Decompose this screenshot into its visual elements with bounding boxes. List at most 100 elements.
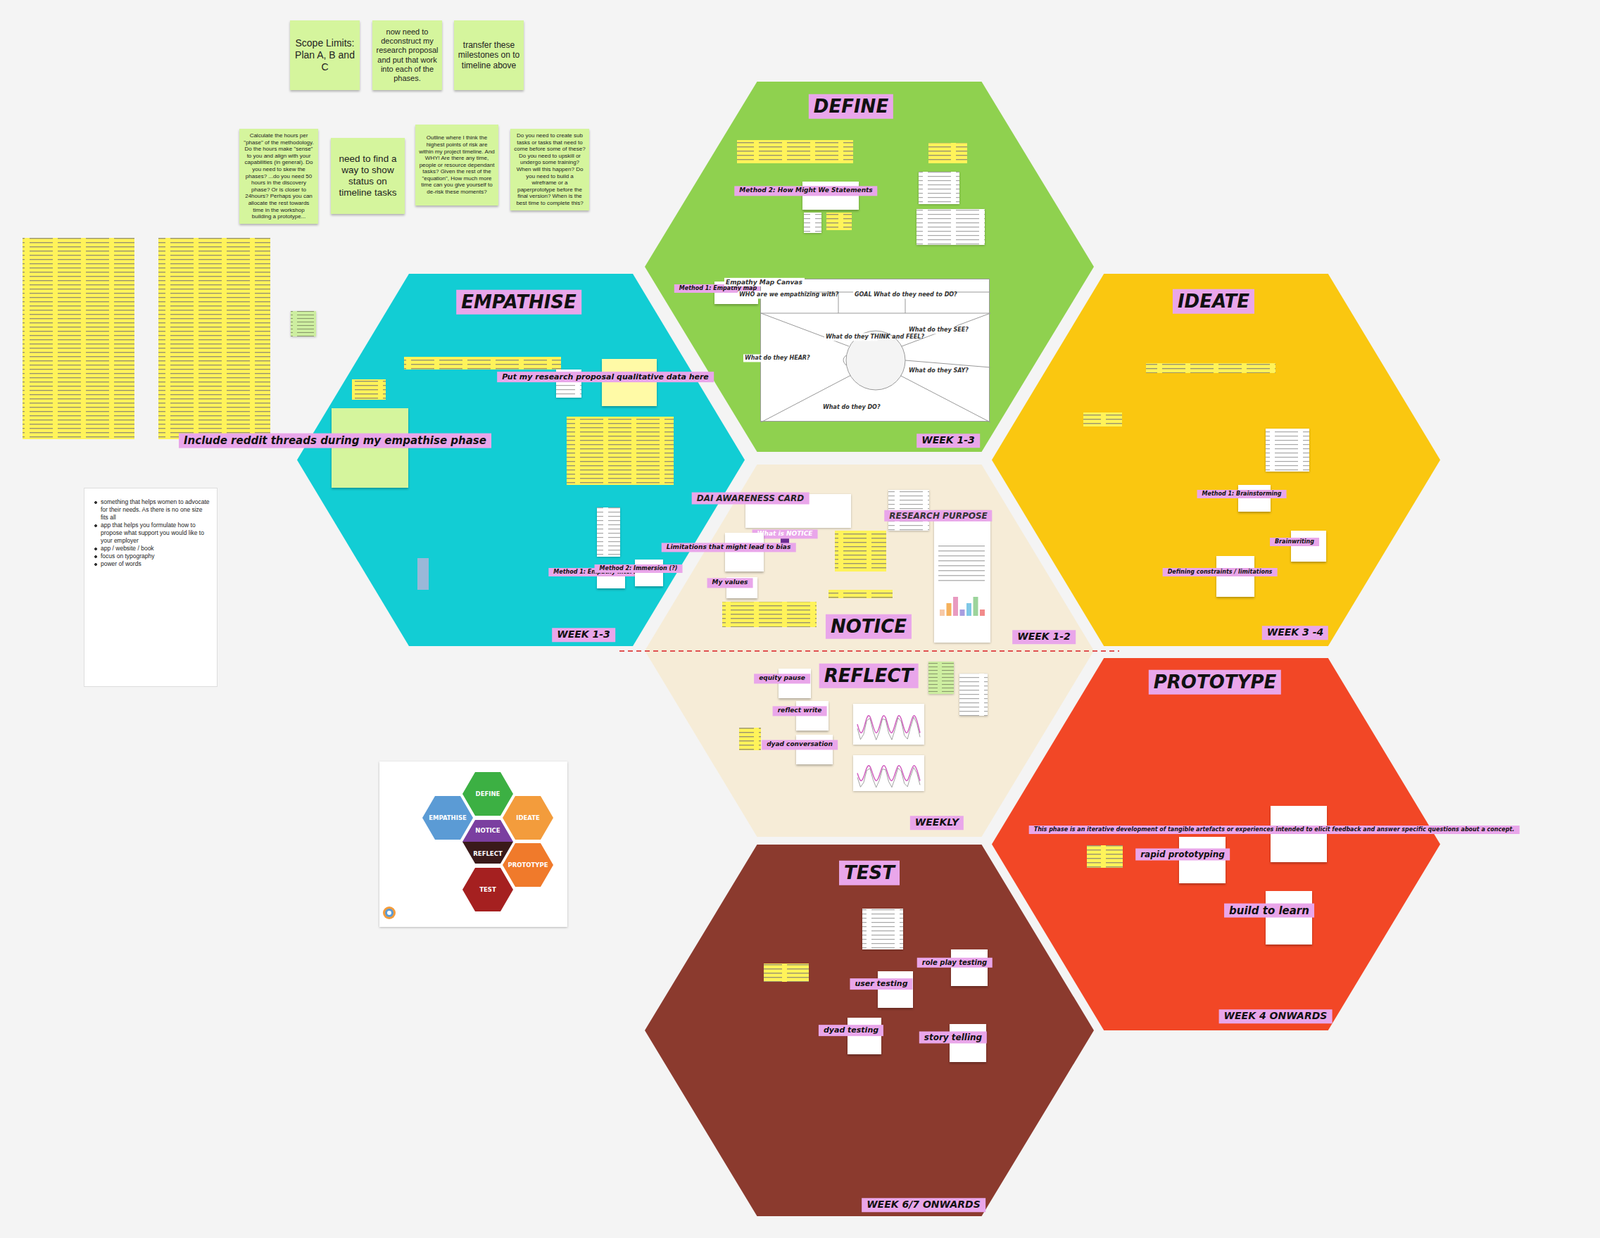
sticky-note: Defining constraints / limitations: [1216, 556, 1255, 597]
text-snippet: [834, 530, 887, 572]
hexagon-fill: [502, 843, 554, 887]
sticky-note: Method 1: Brainstorming: [1238, 484, 1271, 512]
phase-title: TEST: [839, 860, 900, 886]
text-snippet: [928, 661, 954, 695]
note-text: now need to deconstruct my research prop…: [375, 27, 439, 84]
sticky-note: This phase is an iterative development o…: [1270, 805, 1327, 863]
note-text: power of words: [92, 560, 210, 569]
logo-ring: [382, 906, 396, 920]
hexagon-fill: [644, 81, 1094, 452]
chart-bar: [946, 603, 952, 616]
sticky-note: Calculate the hours per "phase" of the m…: [239, 128, 319, 224]
text-line: [938, 545, 985, 547]
sticky-note: transfer these milestones on to timeline…: [454, 20, 524, 91]
chart-bar: [953, 596, 959, 616]
note-text: rapid prototyping: [1135, 848, 1230, 861]
note-text: Defining constraints / limitations: [1162, 568, 1278, 577]
phase-title: PROTOTYPE: [1148, 670, 1282, 695]
note-text: dyad testing: [818, 1024, 884, 1037]
shape-outline: [644, 464, 1094, 837]
text-line: [938, 555, 985, 557]
ear-outline: [843, 355, 847, 366]
text-snippet: [918, 171, 960, 205]
phase-hexagon: NOTICEWEEK 1-2REFLECTWEEKLYDAI AWARENESS…: [644, 464, 1094, 837]
note-text: What do they need to DO?: [872, 290, 946, 299]
phase-hexagon: EMPATHISEWEEK 1-3Put my research proposa…: [297, 273, 745, 647]
logo-ring: [385, 908, 394, 918]
phase-title: REFLECT: [819, 663, 919, 689]
text-snippet: [1145, 363, 1276, 374]
research-card: RESEARCH PURPOSE: [934, 510, 991, 643]
tag-label: What is NOTICE: [780, 533, 790, 544]
note-text: app / website / book: [92, 544, 210, 553]
half-hexagon-fill: [462, 820, 514, 842]
logo-dot: [387, 910, 392, 916]
note-text: app that helps you formulate how to prop…: [92, 521, 210, 545]
phase-title: NOTICE: [825, 614, 912, 640]
note-text: Outline where I think the highest points…: [418, 134, 495, 195]
note-text: need to find a way to show status on tim…: [334, 153, 402, 200]
shape-outline: [760, 279, 991, 423]
phase-hexagon: IDEATEWEEK 3 -4Method 1: BrainstormingBr…: [991, 273, 1441, 647]
sketch-image: [853, 755, 925, 792]
chart-bar: [979, 609, 985, 616]
text-line: [938, 575, 985, 577]
sticky-note: user testing: [877, 971, 913, 1009]
hexagon-fill: [991, 273, 1441, 647]
mini-half-hexagon: NOTICE: [461, 818, 515, 842]
text-line: [938, 565, 985, 567]
text-snippet: [1083, 412, 1123, 427]
note-text: IDEATE: [515, 814, 540, 822]
sticky-note: Include reddit threads during my empathi…: [331, 408, 409, 488]
sticky-note: Scope Limits: Plan A, B and C: [290, 20, 360, 91]
week-label: WEEK 6/7 ONWARDS: [861, 1198, 986, 1213]
note-text: Scope Limits: Plan A, B and C: [293, 37, 357, 73]
note-text: role play testing: [917, 958, 993, 969]
note-text: My values: [707, 578, 754, 588]
text-snippet: [739, 727, 761, 751]
sticky-note: build to learn: [1265, 891, 1313, 945]
small-sticky: [290, 311, 317, 337]
note-text: Method 2: Immersion (?): [594, 564, 683, 573]
week-label: WEEK 1-3: [551, 627, 616, 642]
hexagon-fill: [644, 844, 1094, 1217]
mini-hexagon: EMPATHISE: [420, 794, 475, 842]
note-text: equity pause: [753, 674, 811, 684]
note-text: focus on typography: [92, 552, 210, 561]
sticky-note: My values: [726, 577, 758, 599]
text-snippet: [763, 963, 809, 982]
sketch-stroke: [857, 717, 921, 740]
week-label: WEEKLY: [910, 815, 964, 830]
note-text: reflect write: [772, 706, 828, 716]
phase-hexagon: DEFINEWEEK 1-3Method 2: How Might We Sta…: [644, 81, 1094, 452]
note-text: What do they SEE?: [907, 325, 960, 334]
empathy-map-canvas: Empathy Map CanvasWHO are we empathizing…: [760, 278, 990, 422]
sticky-note: story telling: [949, 1024, 987, 1063]
week-label: WEEK 1-2: [1012, 630, 1076, 645]
text-snippet: [722, 601, 817, 628]
note-text: Brainwriting: [1269, 537, 1320, 547]
sketch-image: [853, 703, 925, 745]
logo: [382, 906, 396, 920]
chart-bar: [960, 609, 966, 616]
sticky-note: Brainwriting: [1290, 530, 1327, 562]
note-text: NOTICE: [475, 827, 500, 835]
note-text: story telling: [919, 1031, 987, 1044]
text-snippet: [1086, 845, 1123, 868]
sticky-note: now need to deconstruct my research prop…: [372, 20, 443, 91]
sticky-note: dyad conversation: [796, 734, 833, 765]
hexagon-fill: [422, 796, 474, 840]
note-text: build to learn: [1224, 903, 1315, 918]
note-text: Include reddit threads during my empathi…: [178, 433, 492, 449]
week-label: WEEK 3 -4: [1262, 625, 1329, 640]
sketch-stroke: [857, 767, 921, 787]
text-snippet: [1265, 428, 1310, 472]
sticky-note: role play testing: [950, 949, 988, 987]
sticky-note: equity pause: [778, 668, 811, 699]
note-text: TEST: [479, 886, 497, 894]
mini-hexagon: TEST: [461, 866, 515, 913]
week-label: WEEK 1-3: [916, 433, 980, 448]
text-snippet: [417, 558, 429, 590]
sketch-stroke: [857, 765, 921, 782]
note-text: Do you need to create sub tasks or tasks…: [513, 132, 586, 207]
